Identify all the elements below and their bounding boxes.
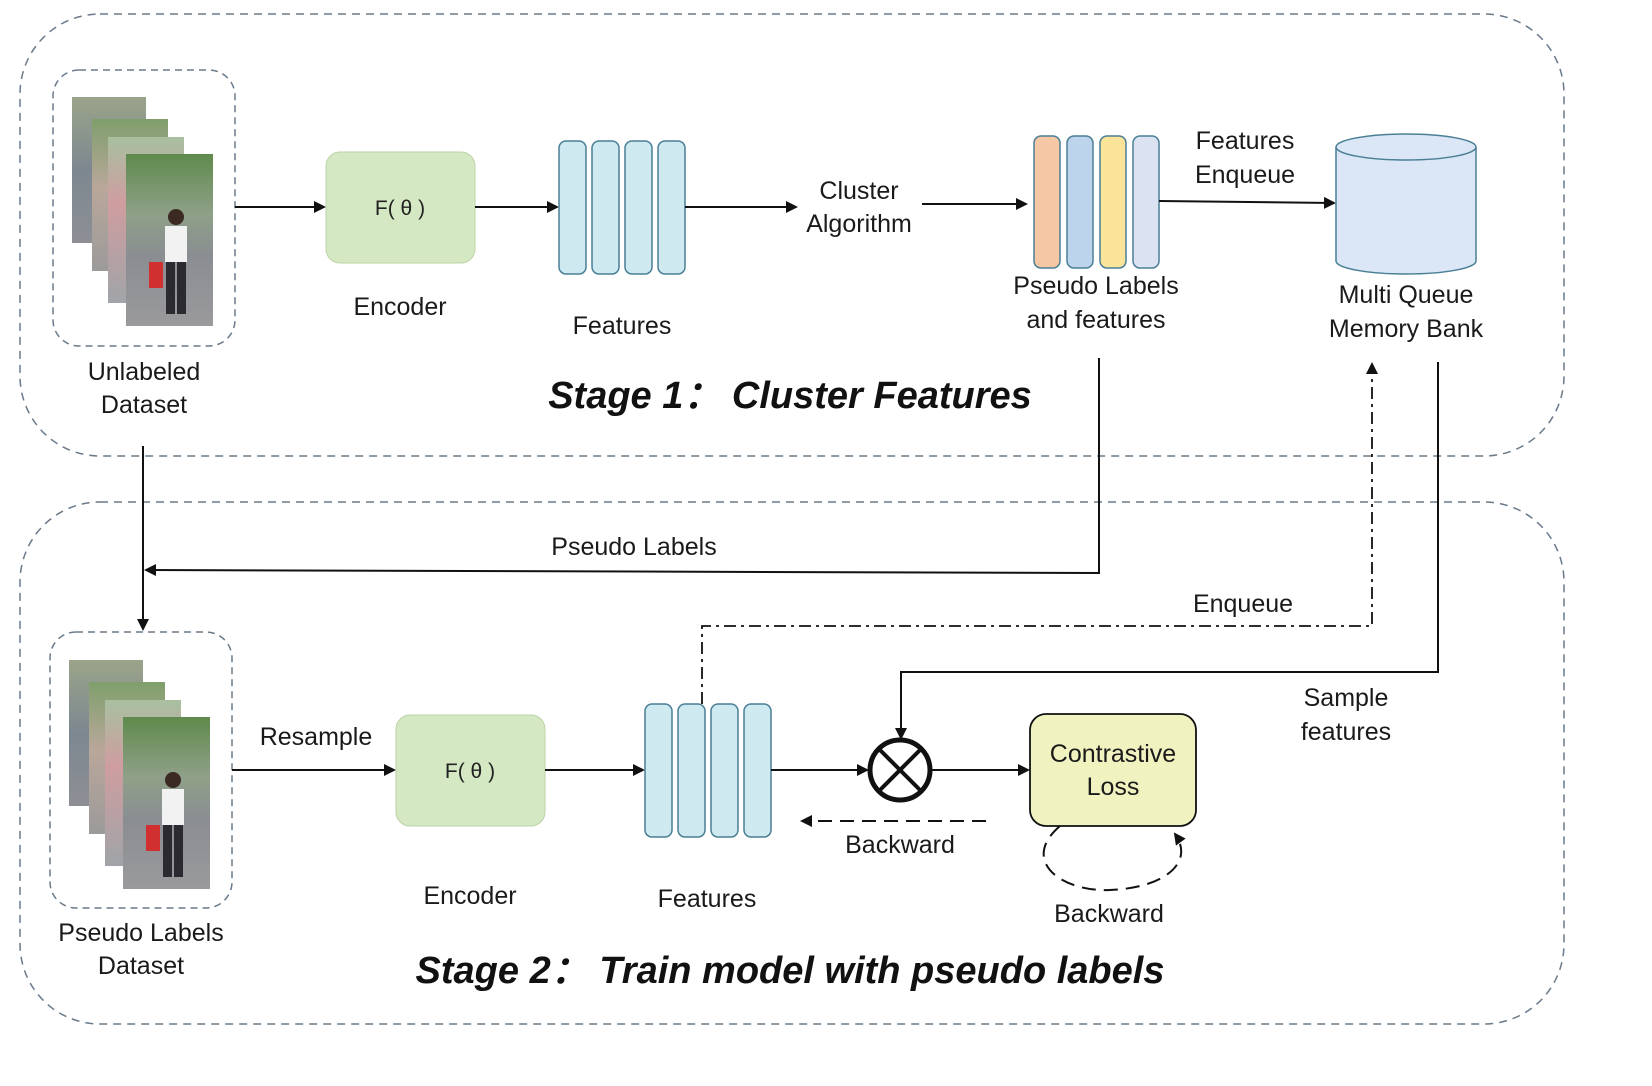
- pseudo-dataset-label-line2: Dataset: [98, 952, 184, 980]
- cluster-algorithm-label-line2: Algorithm: [806, 210, 912, 238]
- contrastive-loss-label-line2: Loss: [1087, 773, 1140, 801]
- stage1-title: Stage 1： Cluster Features: [548, 375, 1032, 417]
- stage2-encoder-formula: F( θ ): [445, 760, 495, 783]
- multiply-operator-icon: [867, 737, 933, 803]
- stage2-feature-columns: [644, 703, 772, 838]
- memory-bank-cylinder: [1335, 133, 1477, 275]
- stage2-encoder-label: Encoder: [423, 882, 516, 910]
- stage2-panel: [19, 501, 1565, 1025]
- cluster-algorithm-label-line1: Cluster: [819, 177, 898, 205]
- backward-label: Backward: [845, 831, 955, 859]
- features-enqueue-label-line1: Features: [1196, 127, 1295, 155]
- pseudo-labels-dataset-images: [49, 631, 233, 909]
- backward-loop-label: Backward: [1054, 900, 1164, 928]
- enqueue-label: Enqueue: [1193, 590, 1293, 618]
- stage2-title: Stage 2： Train model with pseudo labels: [416, 950, 1165, 992]
- pseudo-labels-features-line1: Pseudo Labels: [1013, 272, 1178, 300]
- stage1-panel: [19, 13, 1565, 457]
- contrastive-loss-label-line1: Contrastive: [1050, 740, 1176, 768]
- pseudo-dataset-label-line1: Pseudo Labels: [58, 919, 223, 947]
- pseudo-labels-features-line2: and features: [1027, 306, 1166, 334]
- pseudo-label-feature-columns: [1033, 135, 1160, 269]
- stage1-encoder-formula: F( θ ): [375, 197, 425, 220]
- contrastive-loss-box: [1029, 713, 1197, 827]
- stage2-features-label: Features: [658, 885, 757, 913]
- stage1-encoder-label: Encoder: [353, 293, 446, 321]
- stage1-features-label: Features: [573, 312, 672, 340]
- unlabeled-dataset-label-line2: Dataset: [101, 391, 187, 419]
- memory-bank-label-line2: Memory Bank: [1329, 315, 1484, 343]
- sample-features-label-line2: features: [1301, 718, 1391, 746]
- pseudo-labels-arrow-label: Pseudo Labels: [551, 533, 716, 561]
- unlabeled-dataset-images: [52, 69, 236, 347]
- sample-features-label-line1: Sample: [1304, 684, 1389, 712]
- stage1-feature-columns: [558, 140, 686, 275]
- unlabeled-dataset-label-line1: Unlabeled: [88, 358, 201, 386]
- features-enqueue-label-line2: Enqueue: [1195, 161, 1295, 189]
- resample-label: Resample: [260, 723, 373, 751]
- memory-bank-label-line1: Multi Queue: [1339, 281, 1474, 309]
